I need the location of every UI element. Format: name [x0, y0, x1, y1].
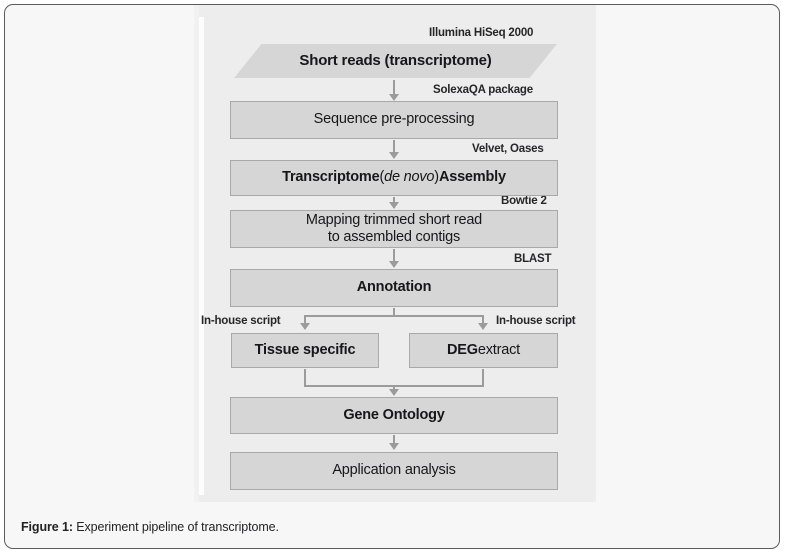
node-deg-extract: DEG extract: [409, 333, 558, 368]
mapping-line-2: to assembled contigs: [327, 229, 461, 245]
connector-merge-to-gene-ontology: [393, 385, 395, 390]
connector-preprocessing-to-assembly: [393, 140, 395, 153]
connector-assembly-to-mapping: [393, 197, 395, 203]
connector-tissue-to-merge: [304, 369, 306, 387]
connector-short-reads-to-preprocessing: [393, 80, 395, 95]
panel-left-band: [194, 5, 199, 502]
figure-caption-label: Figure 1:: [21, 520, 73, 534]
node-gene-ontology: Gene Ontology: [230, 397, 558, 434]
edge-label-inhouse-script-right: In-house script: [496, 315, 576, 327]
connector-split-to-deg: [482, 315, 484, 324]
assembly-part-3: ): [434, 169, 439, 186]
arrowhead-down-icon: [478, 323, 488, 330]
connector-annotation-split-stem: [393, 308, 395, 317]
edge-label-blast: BLAST: [514, 253, 552, 265]
node-application-analysis: Application analysis: [230, 452, 558, 490]
arrowhead-down-icon: [389, 261, 399, 268]
edge-label-illumina: Illumina HiSeq 2000: [429, 27, 534, 39]
connector-mapping-to-annotation: [393, 249, 395, 262]
arrowhead-down-icon: [389, 94, 399, 101]
connector-gene-ontology-to-application: [393, 435, 395, 444]
arrowhead-down-icon: [389, 389, 399, 396]
mapping-line-1: Mapping trimmed short read: [305, 211, 483, 228]
node-short-reads: Short reads (transcriptome): [234, 44, 557, 78]
edge-label-inhouse-script-left: In-house script: [201, 315, 281, 327]
connector-deg-to-merge: [482, 369, 484, 387]
node-sequence-preprocessing: Sequence pre-processing: [230, 101, 558, 139]
assembly-part-de-novo: de novo: [384, 169, 435, 186]
connector-annotation-split-bus: [305, 315, 483, 317]
edge-label-bowtie: Bowtie 2: [501, 195, 547, 207]
node-tissue-specific: Tissue specific: [231, 333, 379, 368]
assembly-part-4: Assembly: [438, 169, 506, 186]
figure-caption-text: Experiment pipeline of transcriptome.: [72, 520, 279, 534]
arrowhead-down-icon: [389, 443, 399, 450]
node-transcriptome-assembly: Transcriptome ( de novo) Assembly: [230, 160, 558, 196]
panel-left-strip: [199, 17, 204, 495]
assembly-part-1: Transcriptome: [282, 169, 380, 186]
arrowhead-down-icon: [300, 323, 310, 330]
node-mapping-trimmed-reads: Mapping trimmed short read to assembled …: [230, 210, 558, 248]
figure-image-panel: Illumina HiSeq 2000 SolexaQA package Vel…: [194, 5, 596, 502]
edge-label-velvet: Velvet, Oases: [472, 143, 544, 155]
figure-caption: Figure 1: Experiment pipeline of transcr…: [21, 520, 279, 534]
node-annotation: Annotation: [230, 269, 558, 307]
figure-card: Illumina HiSeq 2000 SolexaQA package Vel…: [4, 4, 780, 549]
assembly-part-2: (: [379, 169, 385, 186]
connector-split-to-tissue: [304, 315, 306, 324]
arrowhead-down-icon: [389, 202, 399, 209]
edge-label-solexaqa: SolexaQA package: [433, 84, 533, 96]
deg-part-bold: DEG: [447, 341, 478, 358]
deg-part-regular: extract: [477, 341, 520, 358]
arrowhead-down-icon: [389, 152, 399, 159]
